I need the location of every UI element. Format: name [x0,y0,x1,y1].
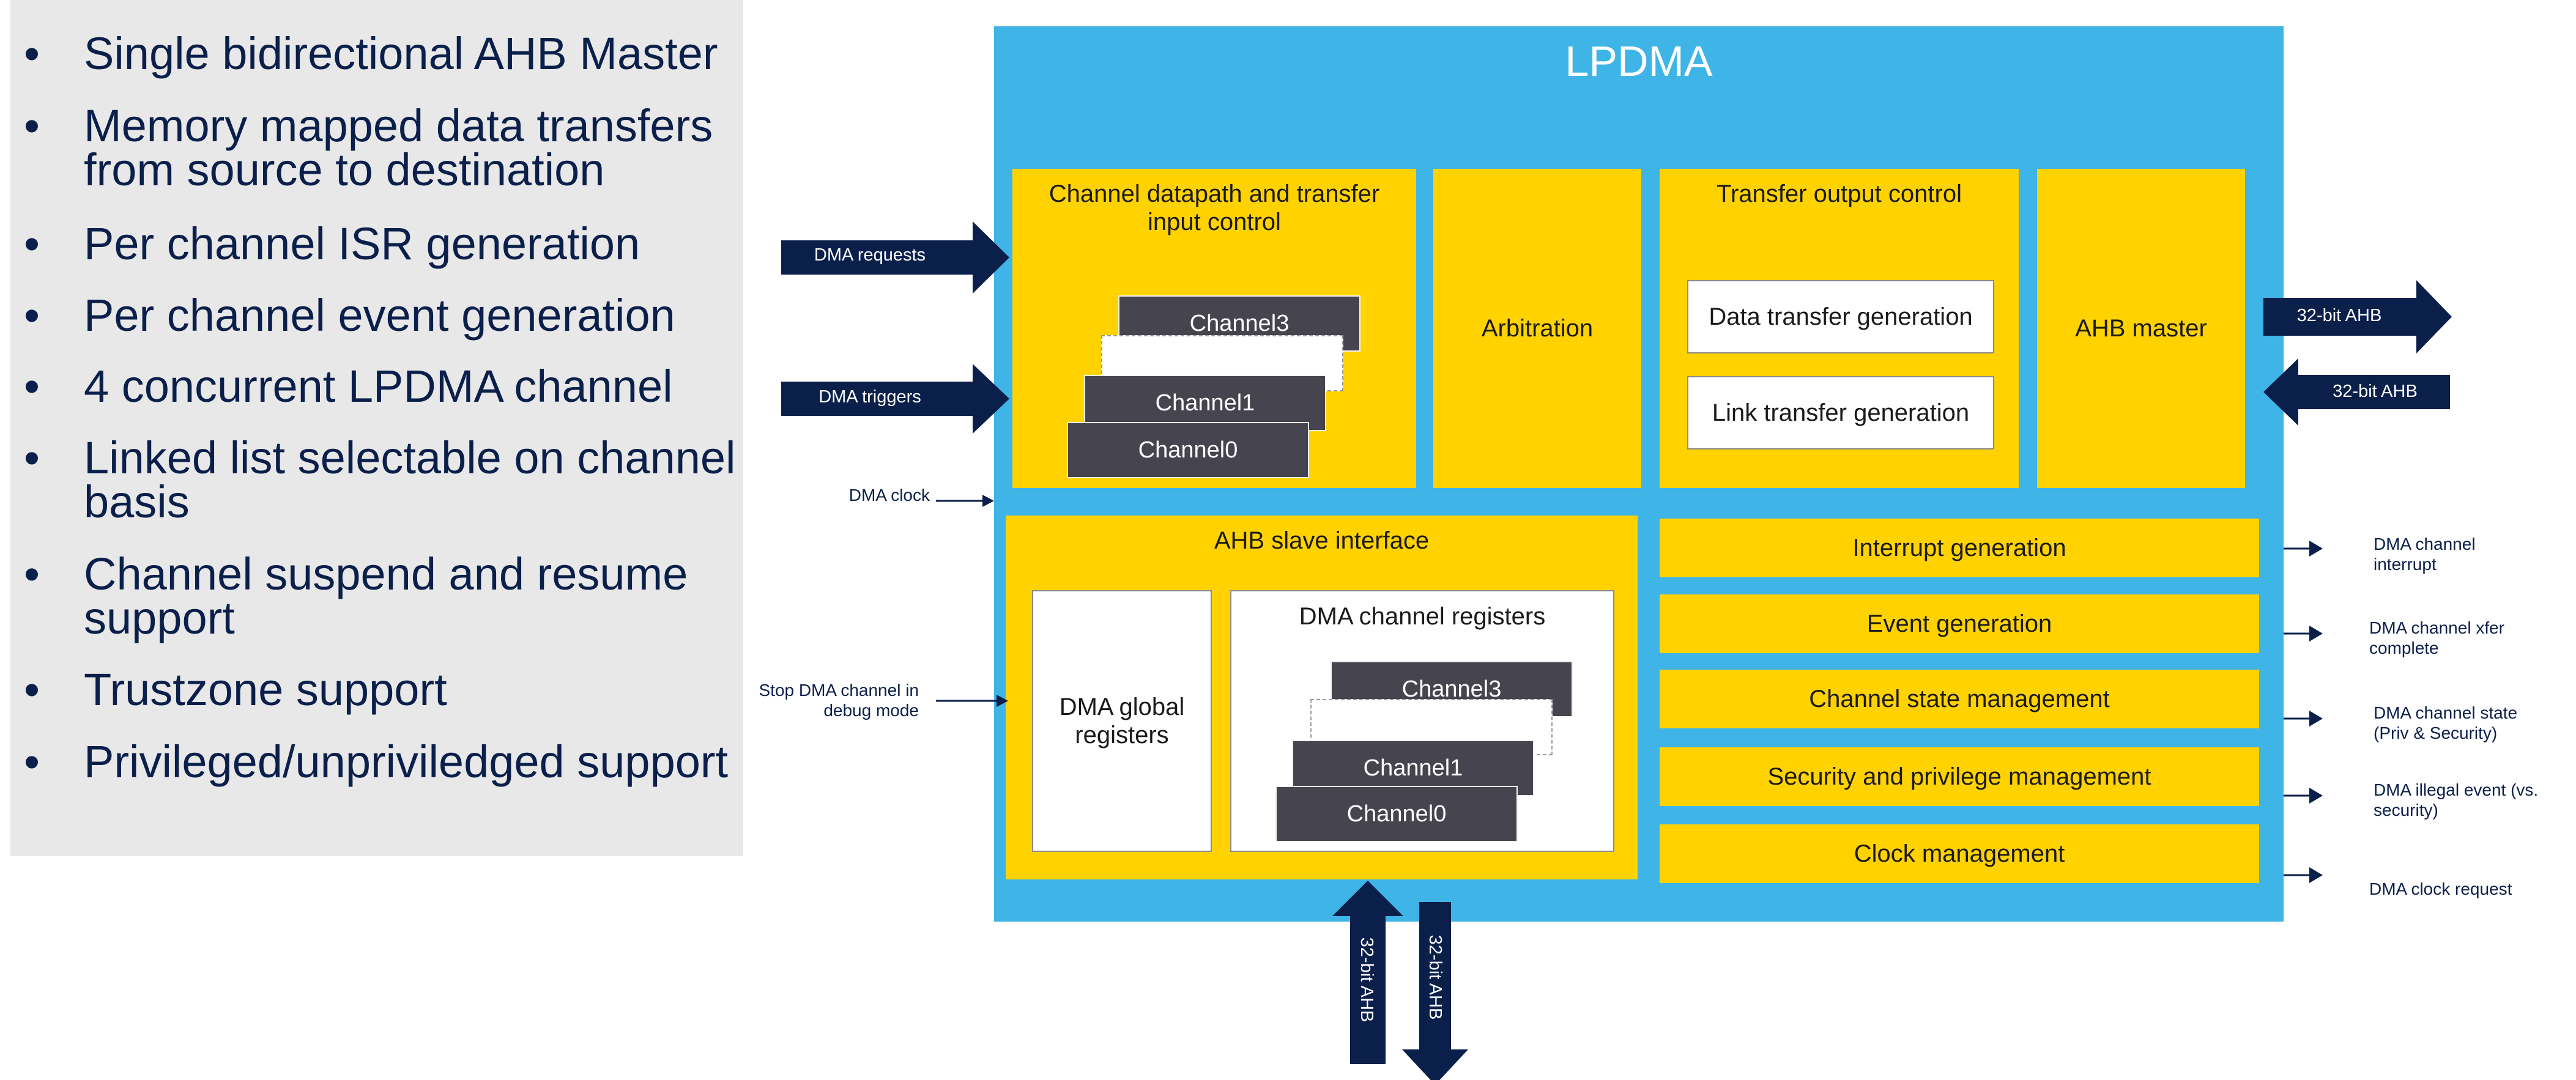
xfer-arrow-head [2309,626,2323,642]
ahb-out-label: 32-bit AHB [2296,306,2382,325]
clock-request-label: DMA clock request [2369,879,2512,898]
event-generation-block: Event generation [1660,594,2259,653]
feature-panel: •Single bidirectional AHB Master •Memory… [10,0,743,856]
ahb-slave-label: AHB slave interface [1214,527,1430,554]
clock-request-arrow-head [2309,867,2323,883]
bullet-icon: • [24,100,40,151]
bullet-icon: • [24,218,40,269]
triggers-label: DMA triggers [818,387,921,407]
link-transfer-generation-box: Link transfer generation [1687,376,1994,449]
bullet-icon: • [24,736,40,787]
ahb-master-label: AHB master [2075,315,2207,342]
bullet-icon: • [24,432,40,483]
bullet-icon: • [24,28,40,79]
interrupt-generation-block: Interrupt generation [1660,519,2259,577]
interrupt-arrow-head [2309,541,2323,557]
requests-label: DMA requests [814,245,926,265]
bullet-icon: • [24,549,40,599]
arbitration-block: Arbitration [1433,169,1641,488]
ahb-up-label: 32-bit AHB [1357,937,1376,1023]
channel-registers-label: DMA channel registers [1299,603,1546,630]
channel1-box: Channel1 [1084,375,1326,431]
register-channel0-box: Channel0 [1275,786,1518,842]
lpdma-title: LPDMA [1565,37,1713,85]
datapath-label: Channel datapath and transfer input cont… [1049,180,1380,235]
clock-label: DMA clock [848,486,930,505]
requests-arrow [781,221,1009,294]
illegal-label: DMA illegal event (vs. security) [2374,780,2539,819]
ahb-down-label: 32-bit AHB [1425,934,1445,1020]
ahb-in-label: 32-bit AHB [2333,382,2418,401]
security-privilege-management-block: Security and privilege management [1660,747,2259,806]
stop-arrow-head [997,695,1008,707]
global-registers-box: DMA global registers [1032,590,1212,852]
xfer-complete-label: DMA channel xfer complete [2369,618,2504,657]
ahb-in-arrow [2263,358,2450,426]
channel0-box: Channel0 [1067,422,1309,478]
bullet-icon: • [24,290,40,341]
ahb-master-block: AHB master [2037,169,2245,488]
clock-arrow-head [982,495,994,507]
interrupt-label: DMA channel interrupt [2374,534,2476,574]
bullet-icon: • [24,664,40,715]
bullet-icon: • [24,361,40,412]
stop-label: Stop DMA channel in debug mode [759,681,919,720]
output-control-label: Transfer output control [1717,180,1962,207]
state-label: DMA channel state (Priv & Security) [2374,703,2518,742]
data-transfer-generation-box: Data transfer generation [1687,280,1994,353]
ahb-up-arrow [1332,881,1403,1064]
channel-state-management-block: Channel state management [1660,670,2259,728]
ahb-out-arrow [2263,280,2452,353]
state-arrow-head [2309,711,2323,727]
triggers-arrow [781,364,1009,434]
arbitration-label: Arbitration [1481,315,1594,342]
clock-management-block: Clock management [1660,824,2259,883]
ahb-down-arrow [1402,902,1468,1080]
illegal-arrow-head [2309,788,2323,804]
